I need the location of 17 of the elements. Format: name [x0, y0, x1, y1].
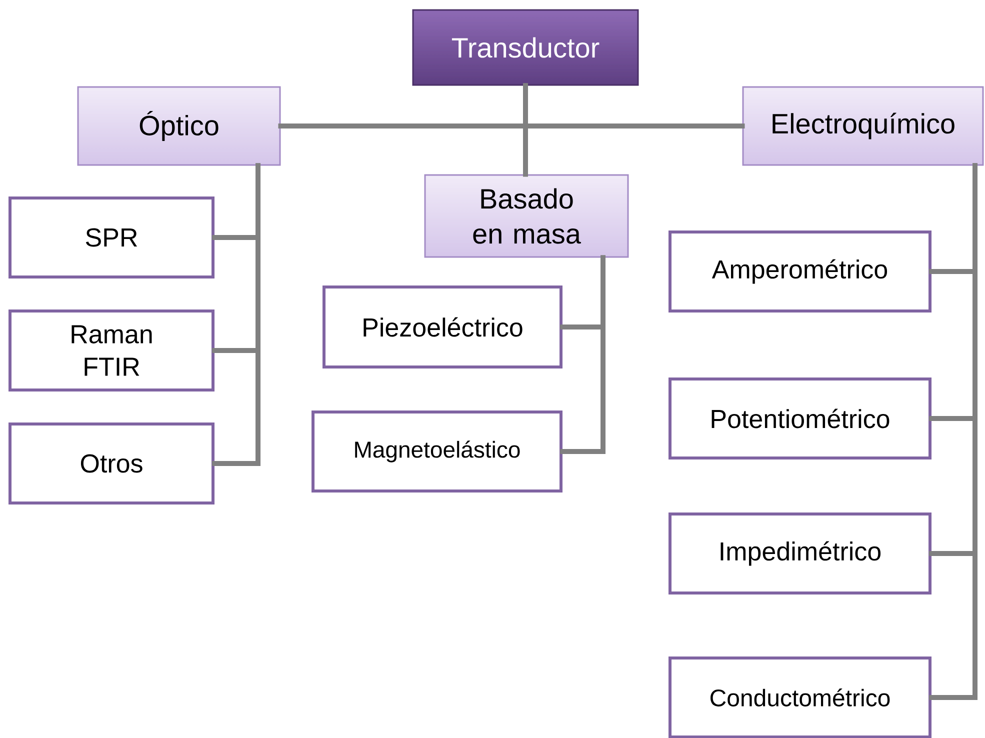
- leaf-box: SPR: [8, 196, 214, 278]
- leaf-box: Impedimétrico: [668, 512, 932, 594]
- category-box: Óptico: [77, 86, 281, 166]
- category-box: Basado en masa: [424, 174, 629, 258]
- connector-line: [560, 255, 606, 454]
- leaf-box: Piezoeléctrico: [322, 286, 562, 368]
- connector-line: [523, 83, 745, 128]
- leaf-box: Amperométrico: [668, 230, 932, 312]
- leaf-box: Raman FTIR: [8, 310, 214, 392]
- root-box: Transductor: [412, 9, 639, 86]
- leaf-box: Conductométrico: [668, 656, 932, 738]
- leaf-box: Potentiométrico: [668, 378, 932, 460]
- leaf-box: Magnetoelástico: [312, 410, 562, 492]
- connector-line: [929, 163, 978, 700]
- connector-line: [212, 163, 260, 466]
- category-box: Electroquímico: [742, 86, 984, 166]
- leaf-box: Otros: [8, 422, 214, 504]
